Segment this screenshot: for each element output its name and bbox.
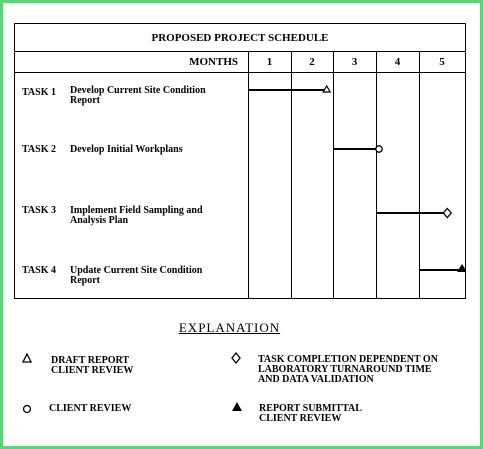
task-row-4: TASK 4 Update Current Site Condition Repo… [22, 266, 202, 286]
task-description: Develop Current Site Condition Report [70, 85, 206, 106]
task-description: Update Current Site Condition Report [70, 265, 203, 286]
legend-task-completion: TASK COMPLETION DEPENDENT ON LABORATORY … [258, 354, 438, 385]
month-4: 4 [394, 55, 401, 68]
schedule-title: PROPOSED PROJECT SCHEDULE [15, 24, 465, 52]
schedule-table: PROPOSED PROJECT SCHEDULE MONTHS 1 2 3 4 5 T… [14, 23, 466, 299]
months-header-row: MONTHS [15, 51, 465, 73]
task-id: TASK 2 [22, 144, 56, 155]
triangle-open-icon [22, 353, 32, 363]
task-row-3: TASK 3 Implement Field Sampling and Analy… [22, 206, 203, 226]
month-5: 5 [439, 55, 445, 68]
month-1: 1 [266, 55, 273, 68]
task-row-2: TASK 2 Develop Initial Workplans [22, 145, 183, 155]
explanation-title: EXPLANATION [178, 320, 281, 335]
months-label: MONTHS [189, 55, 238, 68]
task-marker-4-triangle-filled [457, 264, 465, 272]
task-id: TASK 1 [22, 87, 56, 98]
task-description: Implement Field Sampling and Analysis Pl… [70, 205, 203, 226]
task-marker-2-circle-open [375, 145, 383, 153]
diamond-open-icon [231, 352, 241, 364]
month-2: 2 [309, 55, 315, 68]
task-marker-3-diamond-open [442, 207, 453, 219]
task-marker-1-triangle-open [322, 84, 332, 93]
task-description: Develop Initial Workplans [70, 144, 183, 155]
month-3: 3 [351, 55, 358, 68]
task-id: TASK 4 [22, 265, 56, 276]
gantt-bars [248, 84, 465, 272]
triangle-filled-icon [232, 402, 242, 411]
legend-client-review: CLIENT REVIEW [49, 403, 132, 414]
circle-open-icon [22, 404, 32, 414]
legend-report-submittal: REPORT SUBMITTAL CLIENT REVIEW [259, 403, 362, 424]
legend-draft-report: DRAFT REPORT CLIENT REVIEW [51, 355, 134, 376]
task-row-1: TASK 1 Develop Current Site Condition Rep… [22, 86, 206, 106]
task-id: TASK 3 [22, 205, 56, 216]
